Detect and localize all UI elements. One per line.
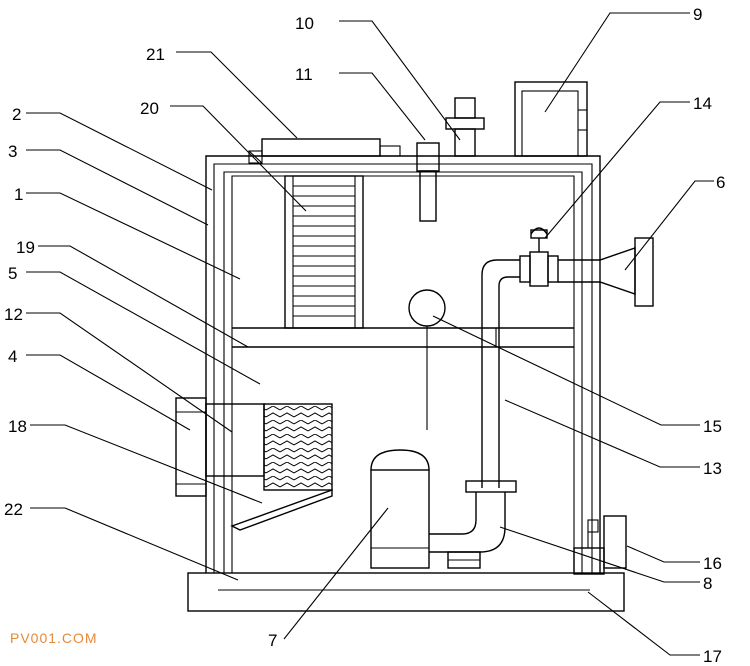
valve (519, 227, 559, 287)
label-16: 16 (703, 554, 722, 573)
drain-valve (573, 515, 627, 575)
elbow-pipe (429, 480, 517, 569)
float-ball (408, 289, 446, 430)
label-6: 6 (716, 173, 725, 192)
vent-pipe (445, 97, 485, 157)
outer-housing (205, 155, 601, 573)
label-13: 13 (703, 459, 722, 478)
label-5: 5 (8, 264, 17, 283)
label-21: 21 (146, 45, 165, 64)
label-22: 22 (4, 500, 23, 519)
riser-pipe (481, 259, 520, 488)
label-11: 11 (295, 65, 313, 84)
label-10: 10 (295, 14, 314, 33)
part-labels: 10 11 21 20 2 3 1 19 5 12 4 18 22 7 9 14… (4, 5, 725, 666)
label-20: 20 (140, 99, 159, 118)
sensor-probe (416, 142, 440, 222)
watermark: PV001.COM (10, 630, 98, 646)
control-box (514, 81, 588, 157)
label-1: 1 (14, 185, 23, 204)
outlet-nozzle (558, 237, 654, 307)
label-14: 14 (693, 94, 712, 113)
leader-lines (26, 12, 714, 656)
label-12: 12 (4, 305, 23, 324)
label-8: 8 (703, 574, 712, 593)
filter-stack (284, 175, 364, 329)
label-2: 2 (12, 105, 21, 124)
pump (370, 449, 430, 569)
label-15: 15 (703, 417, 722, 436)
label-17: 17 (703, 647, 722, 666)
label-9: 9 (693, 5, 702, 24)
label-18: 18 (8, 417, 27, 436)
top-motor (248, 138, 401, 164)
side-inlet (175, 397, 265, 497)
filter-block (263, 403, 333, 491)
partition-shelf (232, 327, 574, 348)
label-3: 3 (8, 142, 17, 161)
label-4: 4 (8, 347, 17, 366)
label-7: 7 (268, 631, 277, 650)
base-plate (187, 572, 625, 612)
sloped-tray (230, 489, 333, 531)
label-19: 19 (16, 238, 35, 257)
